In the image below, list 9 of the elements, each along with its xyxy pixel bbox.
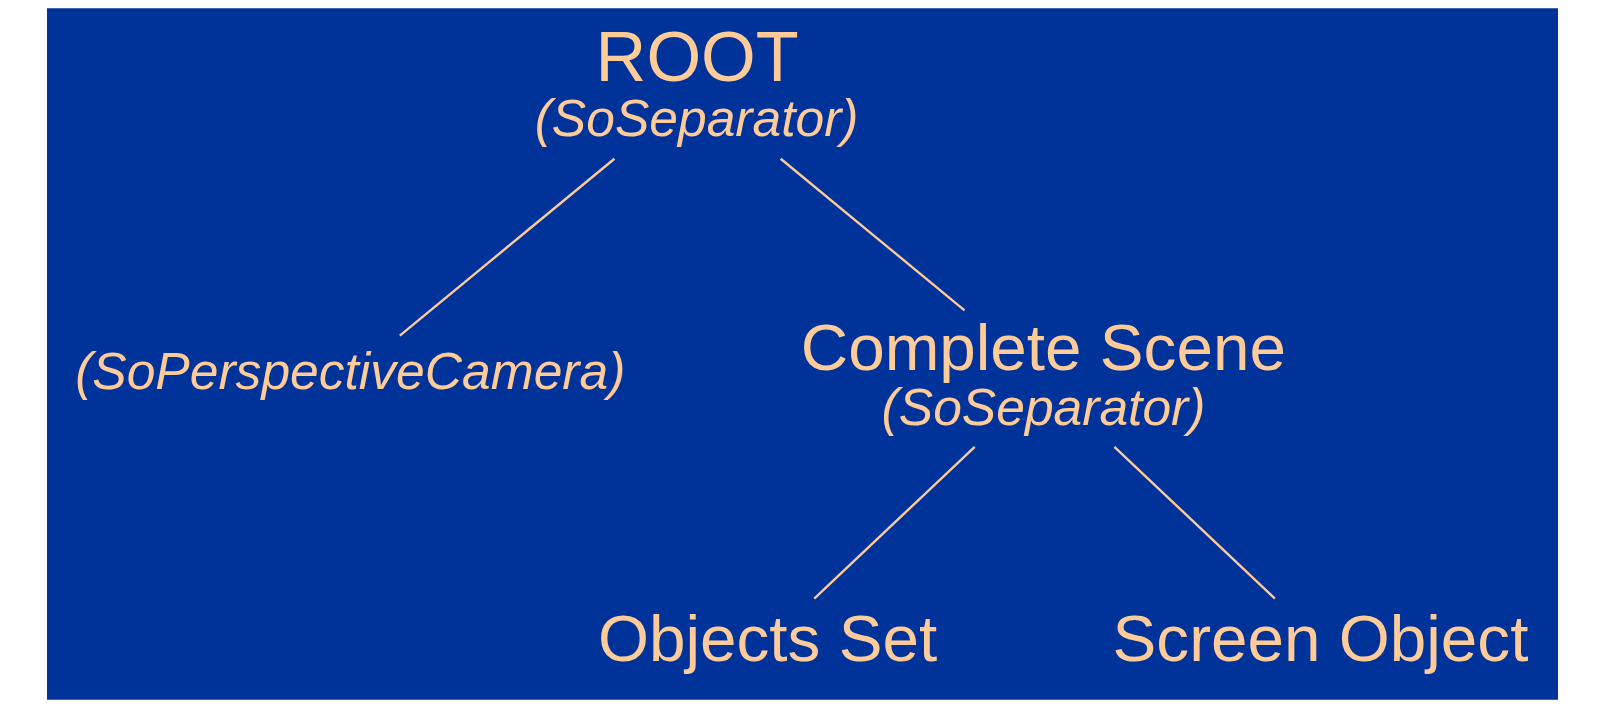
node-text: (SoPerspectiveCamera) [74, 342, 625, 401]
connector [779, 157, 965, 312]
node-text: Objects Set [597, 601, 937, 675]
connector [812, 446, 976, 600]
connector [398, 157, 615, 337]
node-text: ROOT (SoSeparator) [534, 16, 859, 148]
node-text: Complete Scene (SoSeparator) [800, 311, 1286, 436]
connector [1113, 446, 1276, 600]
node-text: Screen Object [1112, 601, 1528, 675]
